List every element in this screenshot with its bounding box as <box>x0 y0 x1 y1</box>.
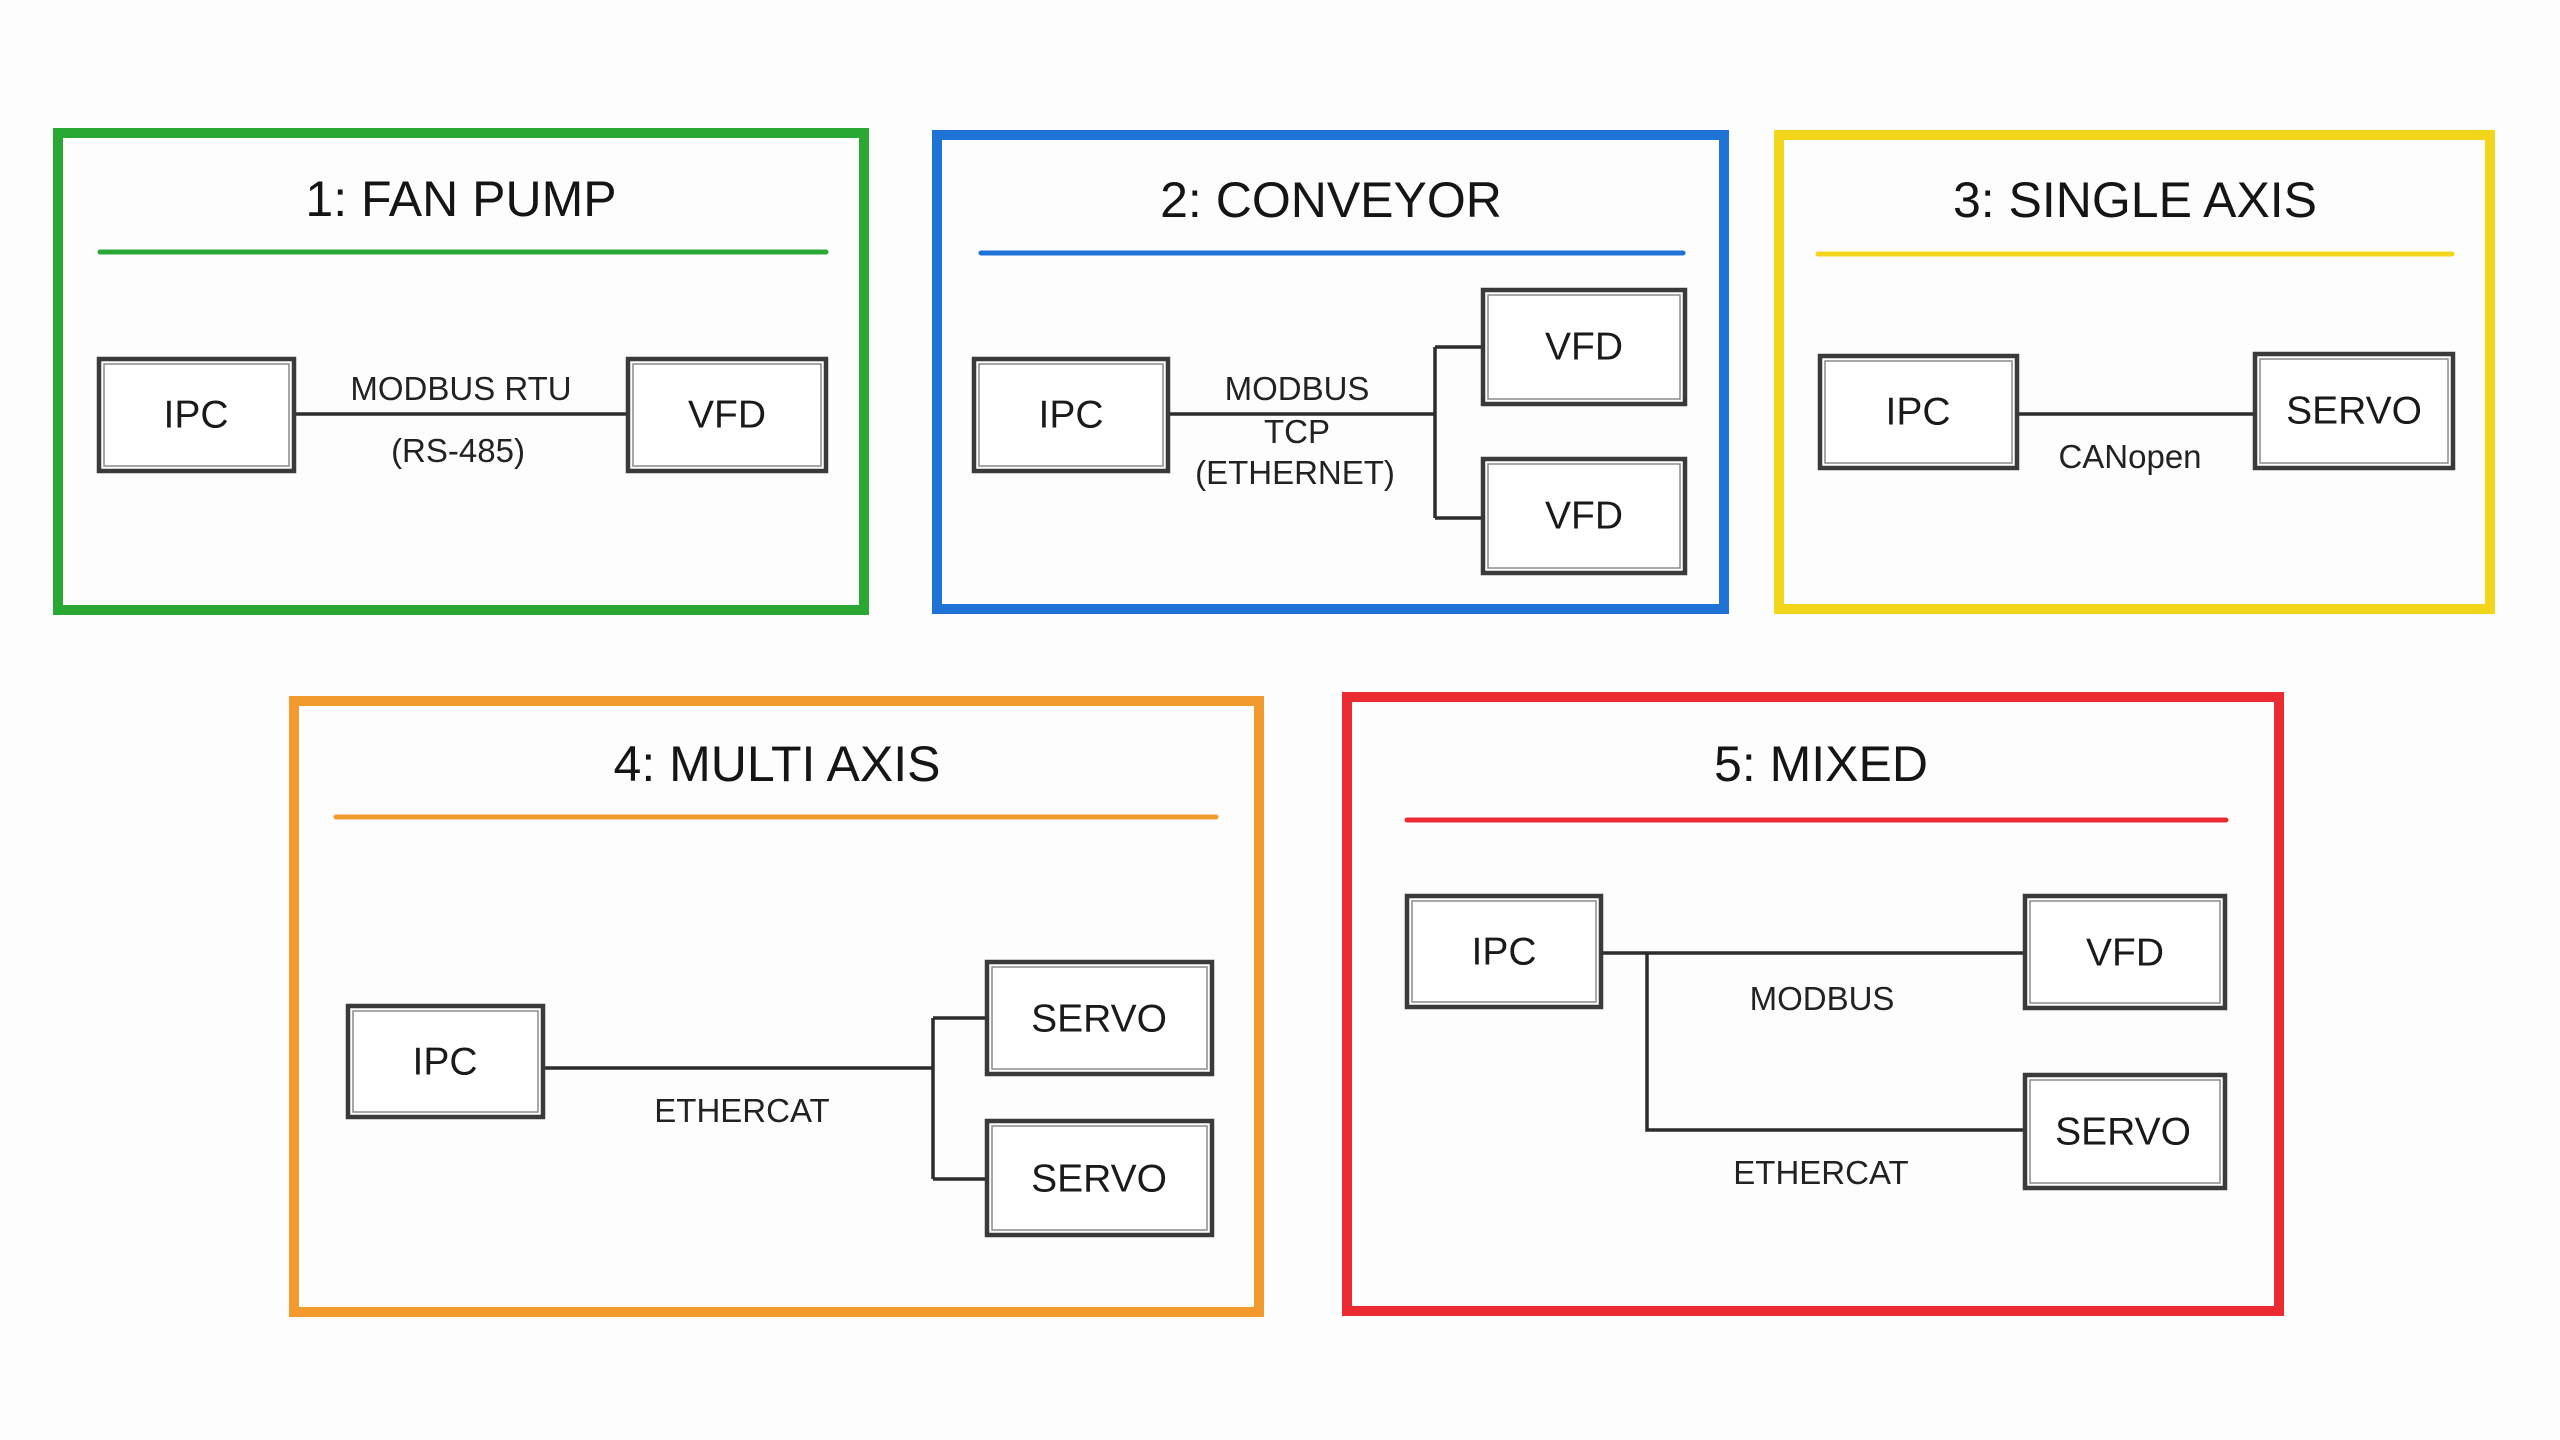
protocol-label: MODBUS <box>1750 980 1895 1017</box>
vfd-box-bottom: VFD <box>1480 456 1688 576</box>
panel-frame <box>53 128 869 615</box>
node-label: SERVO <box>1031 998 1167 1041</box>
panel-single-axis: 3: SINGLE AXIS IPC SERVO CANopen <box>1774 130 2495 614</box>
protocol-label-line2: TCP <box>1264 413 1330 450</box>
servo-box: SERVO <box>2252 351 2456 471</box>
node-label: VFD <box>688 394 766 437</box>
panel-frame <box>289 696 1264 1317</box>
ipc-box: IPC <box>96 356 297 474</box>
node-label: VFD <box>1545 495 1623 538</box>
vfd-box-top: VFD <box>1480 287 1688 407</box>
ipc-box: IPC <box>971 356 1171 474</box>
panel-mixed: 5: MIXED IPC VFD SERVO MODBUS ETHERCAT <box>1342 692 2284 1316</box>
panel-title: 4: MULTI AXIS <box>614 736 941 792</box>
ipc-box: IPC <box>1817 353 2020 471</box>
panel-title: 2: CONVEYOR <box>1160 172 1502 228</box>
panel-multi-axis: 4: MULTI AXIS IPC SERVO SERVO ETHERCAT <box>289 696 1264 1317</box>
node-label: SERVO <box>2055 1111 2191 1154</box>
node-label: SERVO <box>1031 1158 1167 1201</box>
panel-frame <box>932 130 1729 614</box>
protocol-sublabel: (ETHERNET) <box>1195 454 1395 491</box>
node-label: SERVO <box>2286 390 2422 433</box>
ipc-box: IPC <box>345 1003 546 1120</box>
connection-line <box>1168 345 1483 520</box>
vfd-box: VFD <box>2022 893 2228 1011</box>
vfd-box: VFD <box>625 356 829 474</box>
servo-box: SERVO <box>2022 1072 2228 1191</box>
panel-conveyor: 2: CONVEYOR IPC VFD VFD MODBUS TCP (ETHE… <box>932 130 1729 614</box>
connection-line <box>543 1016 987 1181</box>
connection-line <box>1601 951 2025 1132</box>
panel-fan-pump: 1: FAN PUMP IPC VFD MODBUS RTU (RS-485) <box>53 128 869 615</box>
panel-frame <box>1774 130 2495 614</box>
protocol-label: ETHERCAT <box>654 1092 829 1129</box>
node-label: IPC <box>412 1041 477 1084</box>
servo-box-top: SERVO <box>984 959 1215 1077</box>
node-label: VFD <box>2086 932 2164 975</box>
node-label: IPC <box>163 394 228 437</box>
protocol-sublabel: (RS-485) <box>391 432 525 469</box>
node-label: IPC <box>1885 391 1950 434</box>
panel-title: 3: SINGLE AXIS <box>1953 172 2317 228</box>
node-label: IPC <box>1038 394 1103 437</box>
node-label: IPC <box>1471 931 1536 974</box>
panel-title: 5: MIXED <box>1714 736 1928 792</box>
panel-frame <box>1342 692 2284 1316</box>
protocol-label: CANopen <box>2058 438 2201 475</box>
protocol-label: MODBUS RTU <box>350 370 571 407</box>
protocol-label-secondary: ETHERCAT <box>1733 1154 1908 1191</box>
ipc-box: IPC <box>1404 893 1604 1010</box>
servo-box-bottom: SERVO <box>984 1118 1215 1238</box>
panel-title: 1: FAN PUMP <box>305 171 616 227</box>
protocol-label: MODBUS <box>1225 370 1370 407</box>
node-label: VFD <box>1545 326 1623 369</box>
